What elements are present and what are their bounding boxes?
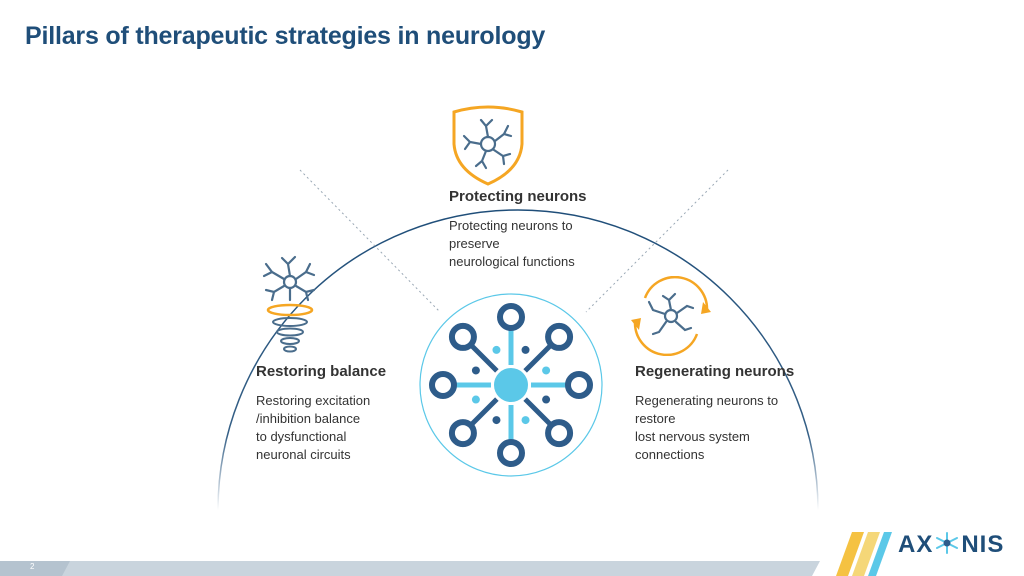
hub-dot <box>542 366 551 375</box>
pillar-regenerating: Regenerating neurons Regenerating neuron… <box>635 363 825 464</box>
hub-dot <box>521 416 530 425</box>
footer-bar-tab <box>0 561 70 576</box>
logo-stripe-2 <box>852 532 880 576</box>
hub-spoke <box>523 342 554 373</box>
network-hub-icon <box>419 293 603 477</box>
pillar-balance-description: Restoring excitation /inhibition balance… <box>256 393 371 462</box>
hub-node <box>545 322 574 351</box>
logo-stripe-3 <box>868 532 892 576</box>
hub-node <box>448 322 477 351</box>
hub-spoke <box>468 342 499 373</box>
hub-dot <box>492 345 501 354</box>
hub-node <box>448 419 477 448</box>
hub-dot <box>471 395 480 404</box>
pillar-regenerating-description: Regenerating neurons to restore lost ner… <box>635 393 779 462</box>
hub-dot <box>521 345 530 354</box>
hub-node <box>497 303 525 331</box>
hub-node <box>565 371 593 399</box>
logo-o-icon <box>936 532 959 554</box>
logo-text-left: AX <box>898 531 934 558</box>
divider-right <box>585 169 729 313</box>
pillar-protecting-heading: Protecting neurons <box>449 188 587 205</box>
footer-bar <box>0 561 820 576</box>
page-number: 2 <box>30 562 35 571</box>
hub-node <box>545 419 574 448</box>
hub-dot <box>542 395 551 404</box>
hub-dot <box>471 366 480 375</box>
tornado-neuron-icon <box>262 255 316 353</box>
hub-dot <box>492 416 501 425</box>
pillar-protecting-description: Protecting neurons to preserve neurologi… <box>449 218 575 269</box>
hub-spoke <box>523 397 554 428</box>
pillar-regenerating-heading: Regenerating neurons <box>635 363 795 380</box>
cycle-neuron-icon <box>631 276 711 356</box>
hub-node <box>497 439 525 467</box>
pillar-balance: Restoring balance Restoring excitation /… <box>256 363 416 464</box>
pillar-balance-heading: Restoring balance <box>256 363 387 380</box>
page-title: Pillars of therapeutic strategies in neu… <box>25 22 546 50</box>
pillar-protecting: Protecting neurons Protecting neurons to… <box>449 188 639 271</box>
hub-spoke <box>468 397 499 428</box>
outer-arc <box>217 209 819 511</box>
logo-text-right: NIS <box>961 531 1005 558</box>
divider-left <box>299 169 441 313</box>
shield-neuron-icon <box>452 105 524 186</box>
hub-node <box>429 371 457 399</box>
axonis-logo: AX NIS <box>898 531 1004 559</box>
logo-stripe-1 <box>836 532 864 576</box>
